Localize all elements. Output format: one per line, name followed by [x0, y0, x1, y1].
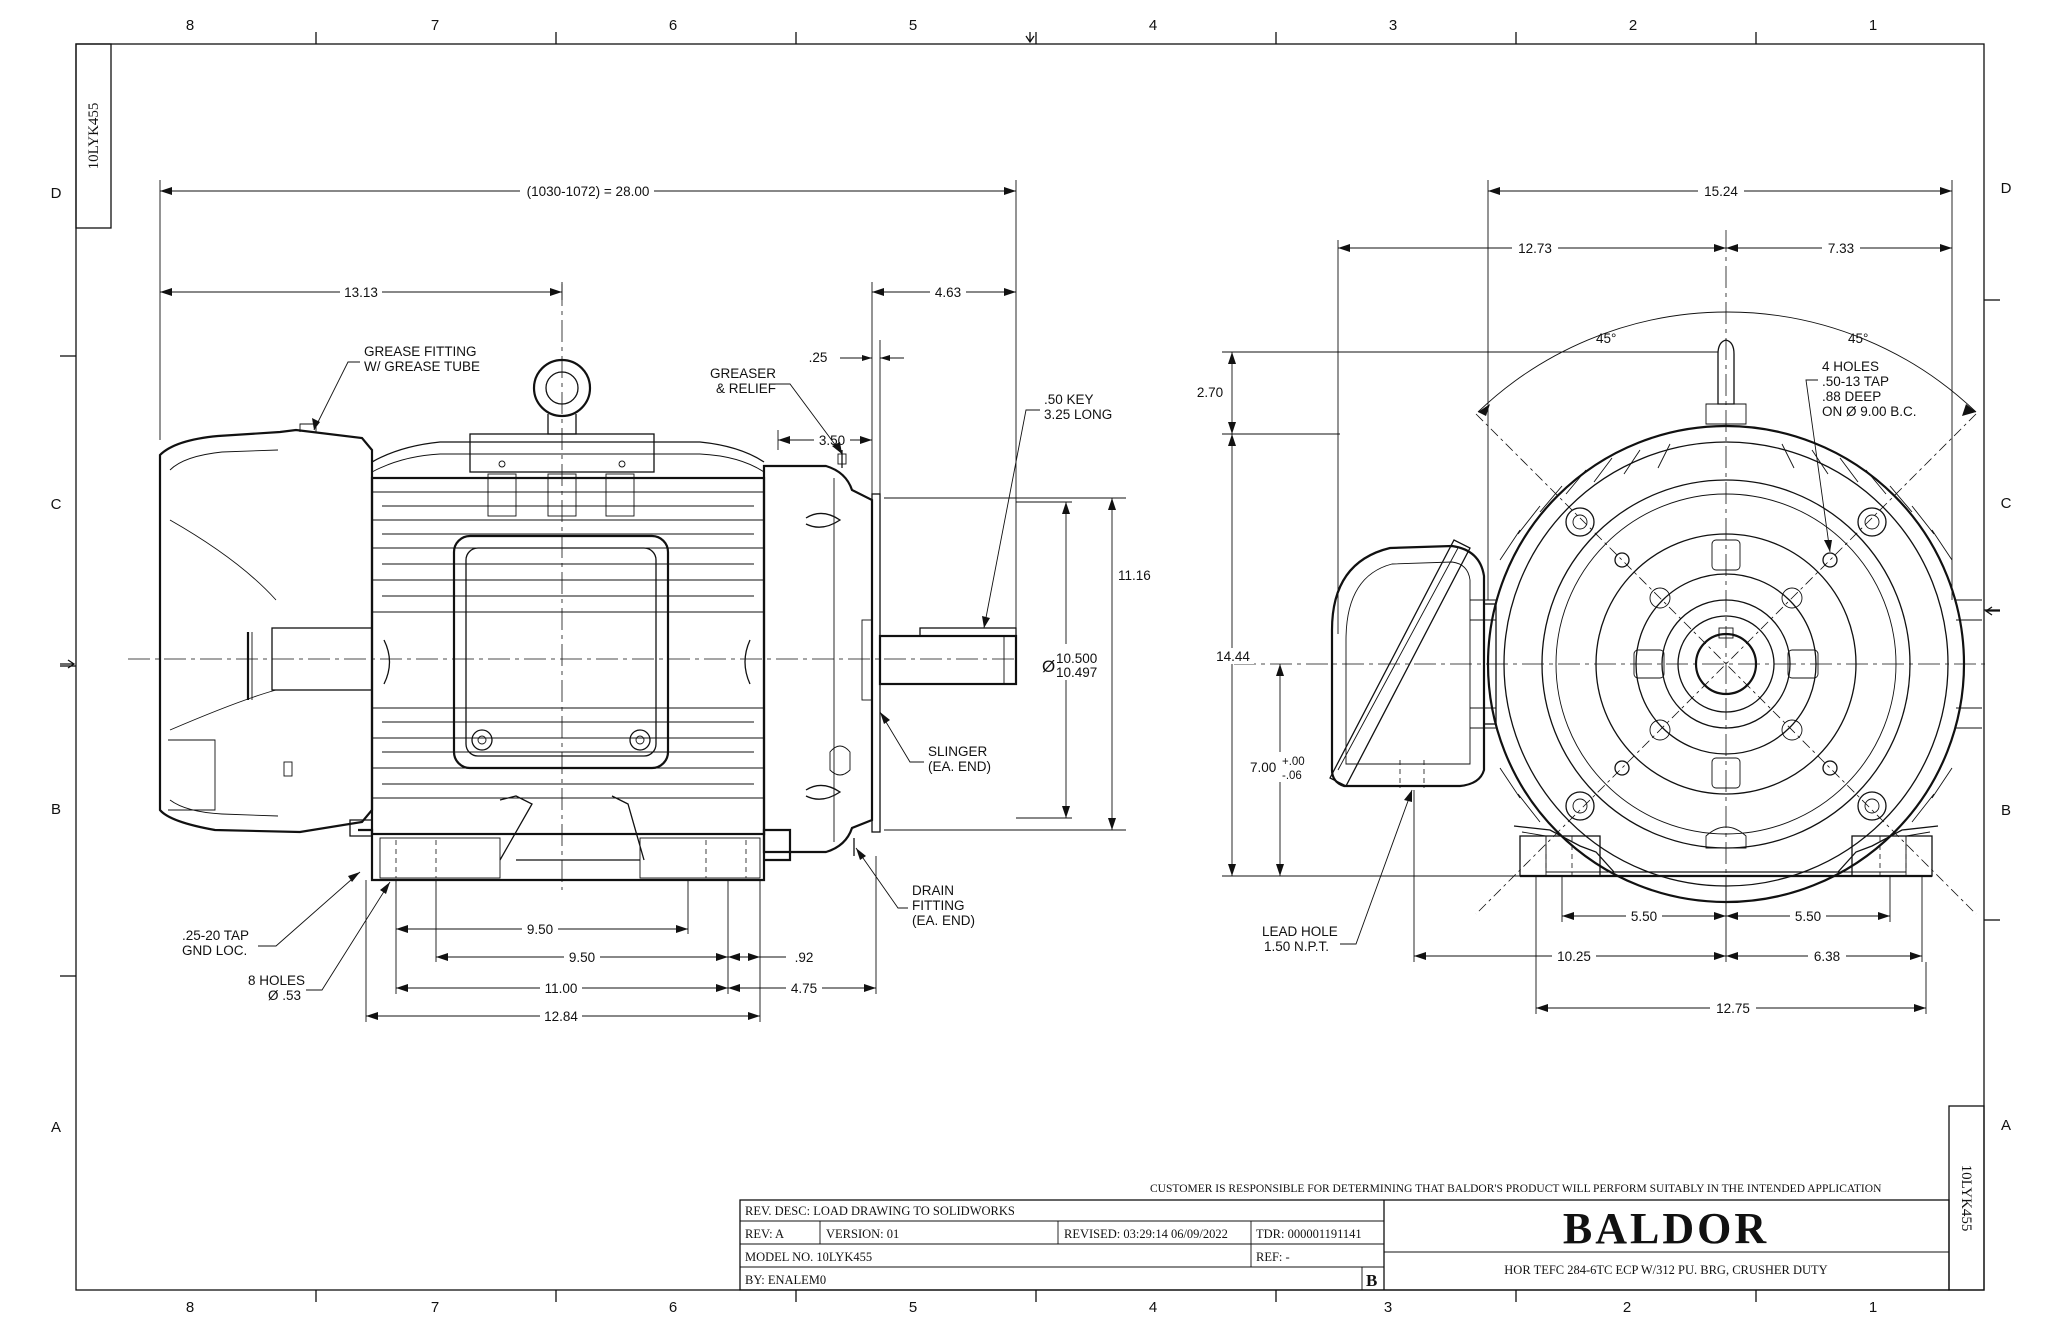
dim-7-00-tol-plus: +.00 [1282, 756, 1305, 768]
note-grease-fitting-1: GREASE FITTING [364, 344, 477, 359]
dim-7-33: 7.33 [1828, 241, 1854, 256]
dim-9-50-a: 9.50 [527, 922, 553, 937]
tdr-number: TDR: 000001191141 [1256, 1227, 1362, 1241]
dim-7-00-tol-minus: -.06 [1282, 770, 1302, 782]
rev-letter: REV: A [745, 1227, 784, 1241]
note-4-holes-2: .50-13 TAP [1822, 374, 1889, 389]
zone-col-1-bottom: 1 [1869, 1299, 1877, 1316]
end-view-dimensions: 15.24 12.73 7.33 45° 45° 2.70 14.44 7.00… [1197, 180, 1953, 1016]
zone-col-8-bottom: 8 [186, 1299, 194, 1316]
note-key-1: .50 KEY [1044, 392, 1094, 407]
zone-col-5: 5 [909, 17, 917, 34]
dim-6-38: 6.38 [1814, 949, 1840, 964]
model-number: MODEL NO. 10LYK455 [745, 1250, 872, 1264]
zone-col-2-bottom: 2 [1623, 1299, 1631, 1316]
dim-14-44: 14.44 [1216, 649, 1250, 664]
dim-shaft-dia-symbol: Ø [1042, 657, 1055, 676]
dim-4-75: 4.75 [791, 981, 817, 996]
zone-row-b-right: B [2001, 802, 2011, 819]
dim-7-00: 7.00 [1250, 760, 1276, 775]
zone-col-2: 2 [1629, 17, 1637, 34]
zone-col-4: 4 [1149, 17, 1157, 34]
drawing-border [60, 32, 2000, 1302]
dim-overall-length: (1030-1072) = 28.00 [527, 184, 650, 199]
zone-labels: 8 7 6 5 4 3 2 1 8 7 6 5 4 3 2 1 D C B A … [51, 17, 2012, 1316]
zone-col-8: 8 [186, 17, 194, 34]
note-4-holes-1: 4 HOLES [1822, 359, 1879, 374]
drawing-id-text: 10LYK455 [86, 103, 102, 170]
zone-row-a-right: A [2001, 1117, 2011, 1134]
note-greaser-2: & RELIEF [716, 381, 776, 396]
zone-col-4-bottom: 4 [1149, 1299, 1157, 1316]
title-block: CUSTOMER IS RESPONSIBLE FOR DETERMINING … [739, 1183, 1950, 1291]
note-slinger-2: (EA. END) [928, 759, 991, 774]
note-4-holes-4: ON Ø 9.00 B.C. [1822, 404, 1917, 419]
dim-12-84: 12.84 [544, 1009, 578, 1024]
note-slinger-1: SLINGER [928, 744, 988, 759]
revised-date: REVISED: 03:29:14 06/09/2022 [1064, 1227, 1228, 1241]
zone-row-c-left: C [51, 496, 62, 513]
note-drain-3: (EA. END) [912, 913, 975, 928]
note-4-holes-3: .88 DEEP [1822, 389, 1881, 404]
note-lead-hole-1: LEAD HOLE [1262, 924, 1338, 939]
dim-0-25: .25 [809, 350, 828, 365]
disclaimer-text: CUSTOMER IS RESPONSIBLE FOR DETERMINING … [1150, 1183, 1882, 1195]
zone-col-1: 1 [1869, 17, 1877, 34]
note-gnd-tap-1: .25-20 TAP [182, 928, 249, 943]
motor-description: HOR TEFC 284-6TC ECP W/312 PU. BRG, CRUS… [1504, 1263, 1827, 1277]
zone-row-a-left: A [51, 1119, 61, 1136]
note-greaser-1: GREASER [710, 366, 776, 381]
baldor-logo: BALDOR [1563, 1204, 1769, 1253]
dim-13-13: 13.13 [344, 285, 378, 300]
zone-row-b-left: B [51, 801, 61, 818]
zone-row-d-right: D [2001, 180, 2012, 197]
zone-col-7-bottom: 7 [431, 1299, 439, 1316]
dim-shaft-dia-min: 10.497 [1056, 665, 1097, 680]
dim-shaft-dia-max: 10.500 [1056, 651, 1097, 666]
dim-12-73: 12.73 [1518, 241, 1552, 256]
zone-col-6-bottom: 6 [669, 1299, 677, 1316]
zone-col-3: 3 [1389, 17, 1397, 34]
dim-9-50-b: 9.50 [569, 950, 595, 965]
dim-4-63: 4.63 [935, 285, 961, 300]
ref-field: REF: - [1256, 1250, 1290, 1264]
drawn-by: BY: ENALEM0 [745, 1273, 826, 1287]
dim-5-50-left: 5.50 [1631, 909, 1657, 924]
note-drain-2: FITTING [912, 898, 965, 913]
note-lead-hole-2: 1.50 N.P.T. [1264, 939, 1329, 954]
note-drain-1: DRAIN [912, 883, 954, 898]
note-8-holes-1: 8 HOLES [248, 973, 305, 988]
side-view-motor [128, 284, 1018, 890]
zone-col-5-bottom: 5 [909, 1299, 917, 1316]
dim-0-92: .92 [795, 950, 814, 965]
zone-col-7: 7 [431, 17, 439, 34]
note-8-holes-2: Ø .53 [268, 988, 301, 1003]
note-gnd-tap-2: GND LOC. [182, 943, 247, 958]
dim-2-70: 2.70 [1197, 385, 1223, 400]
dim-11-16: 11.16 [1118, 568, 1151, 583]
end-view-notes: 4 HOLES .50-13 TAP .88 DEEP ON Ø 9.00 B.… [1262, 359, 1917, 954]
drawing-id-text-right: 10LYK455 [1958, 1165, 1974, 1232]
drawing-id-top-left: 10LYK455 [75, 43, 112, 229]
drawing-size: B [1366, 1271, 1377, 1290]
side-view-dimensions: (1030-1072) = 28.00 13.13 4.63 .25 3.50 … [159, 180, 1151, 1024]
dim-11-00: 11.00 [545, 981, 578, 996]
drawing-id-bottom-right: 10LYK455 [1948, 1105, 1985, 1291]
note-key-2: 3.25 LONG [1044, 407, 1112, 422]
zone-col-3-bottom: 3 [1384, 1299, 1392, 1316]
dim-5-50-right: 5.50 [1795, 909, 1821, 924]
dim-angle-45-right: 45° [1848, 331, 1868, 346]
dim-10-25: 10.25 [1557, 949, 1591, 964]
zone-row-c-right: C [2001, 495, 2012, 512]
note-grease-fitting-2: W/ GREASE TUBE [364, 359, 480, 374]
rev-desc: REV. DESC: LOAD DRAWING TO SOLIDWORKS [745, 1204, 1015, 1218]
zone-col-6: 6 [669, 17, 677, 34]
version: VERSION: 01 [826, 1227, 899, 1241]
side-view-notes: GREASE FITTING W/ GREASE TUBE GREASER & … [182, 344, 1112, 1003]
zone-row-d-left: D [51, 185, 62, 202]
dim-angle-45-left: 45° [1596, 331, 1616, 346]
dim-12-75: 12.75 [1716, 1001, 1750, 1016]
dim-15-24: 15.24 [1704, 184, 1738, 199]
